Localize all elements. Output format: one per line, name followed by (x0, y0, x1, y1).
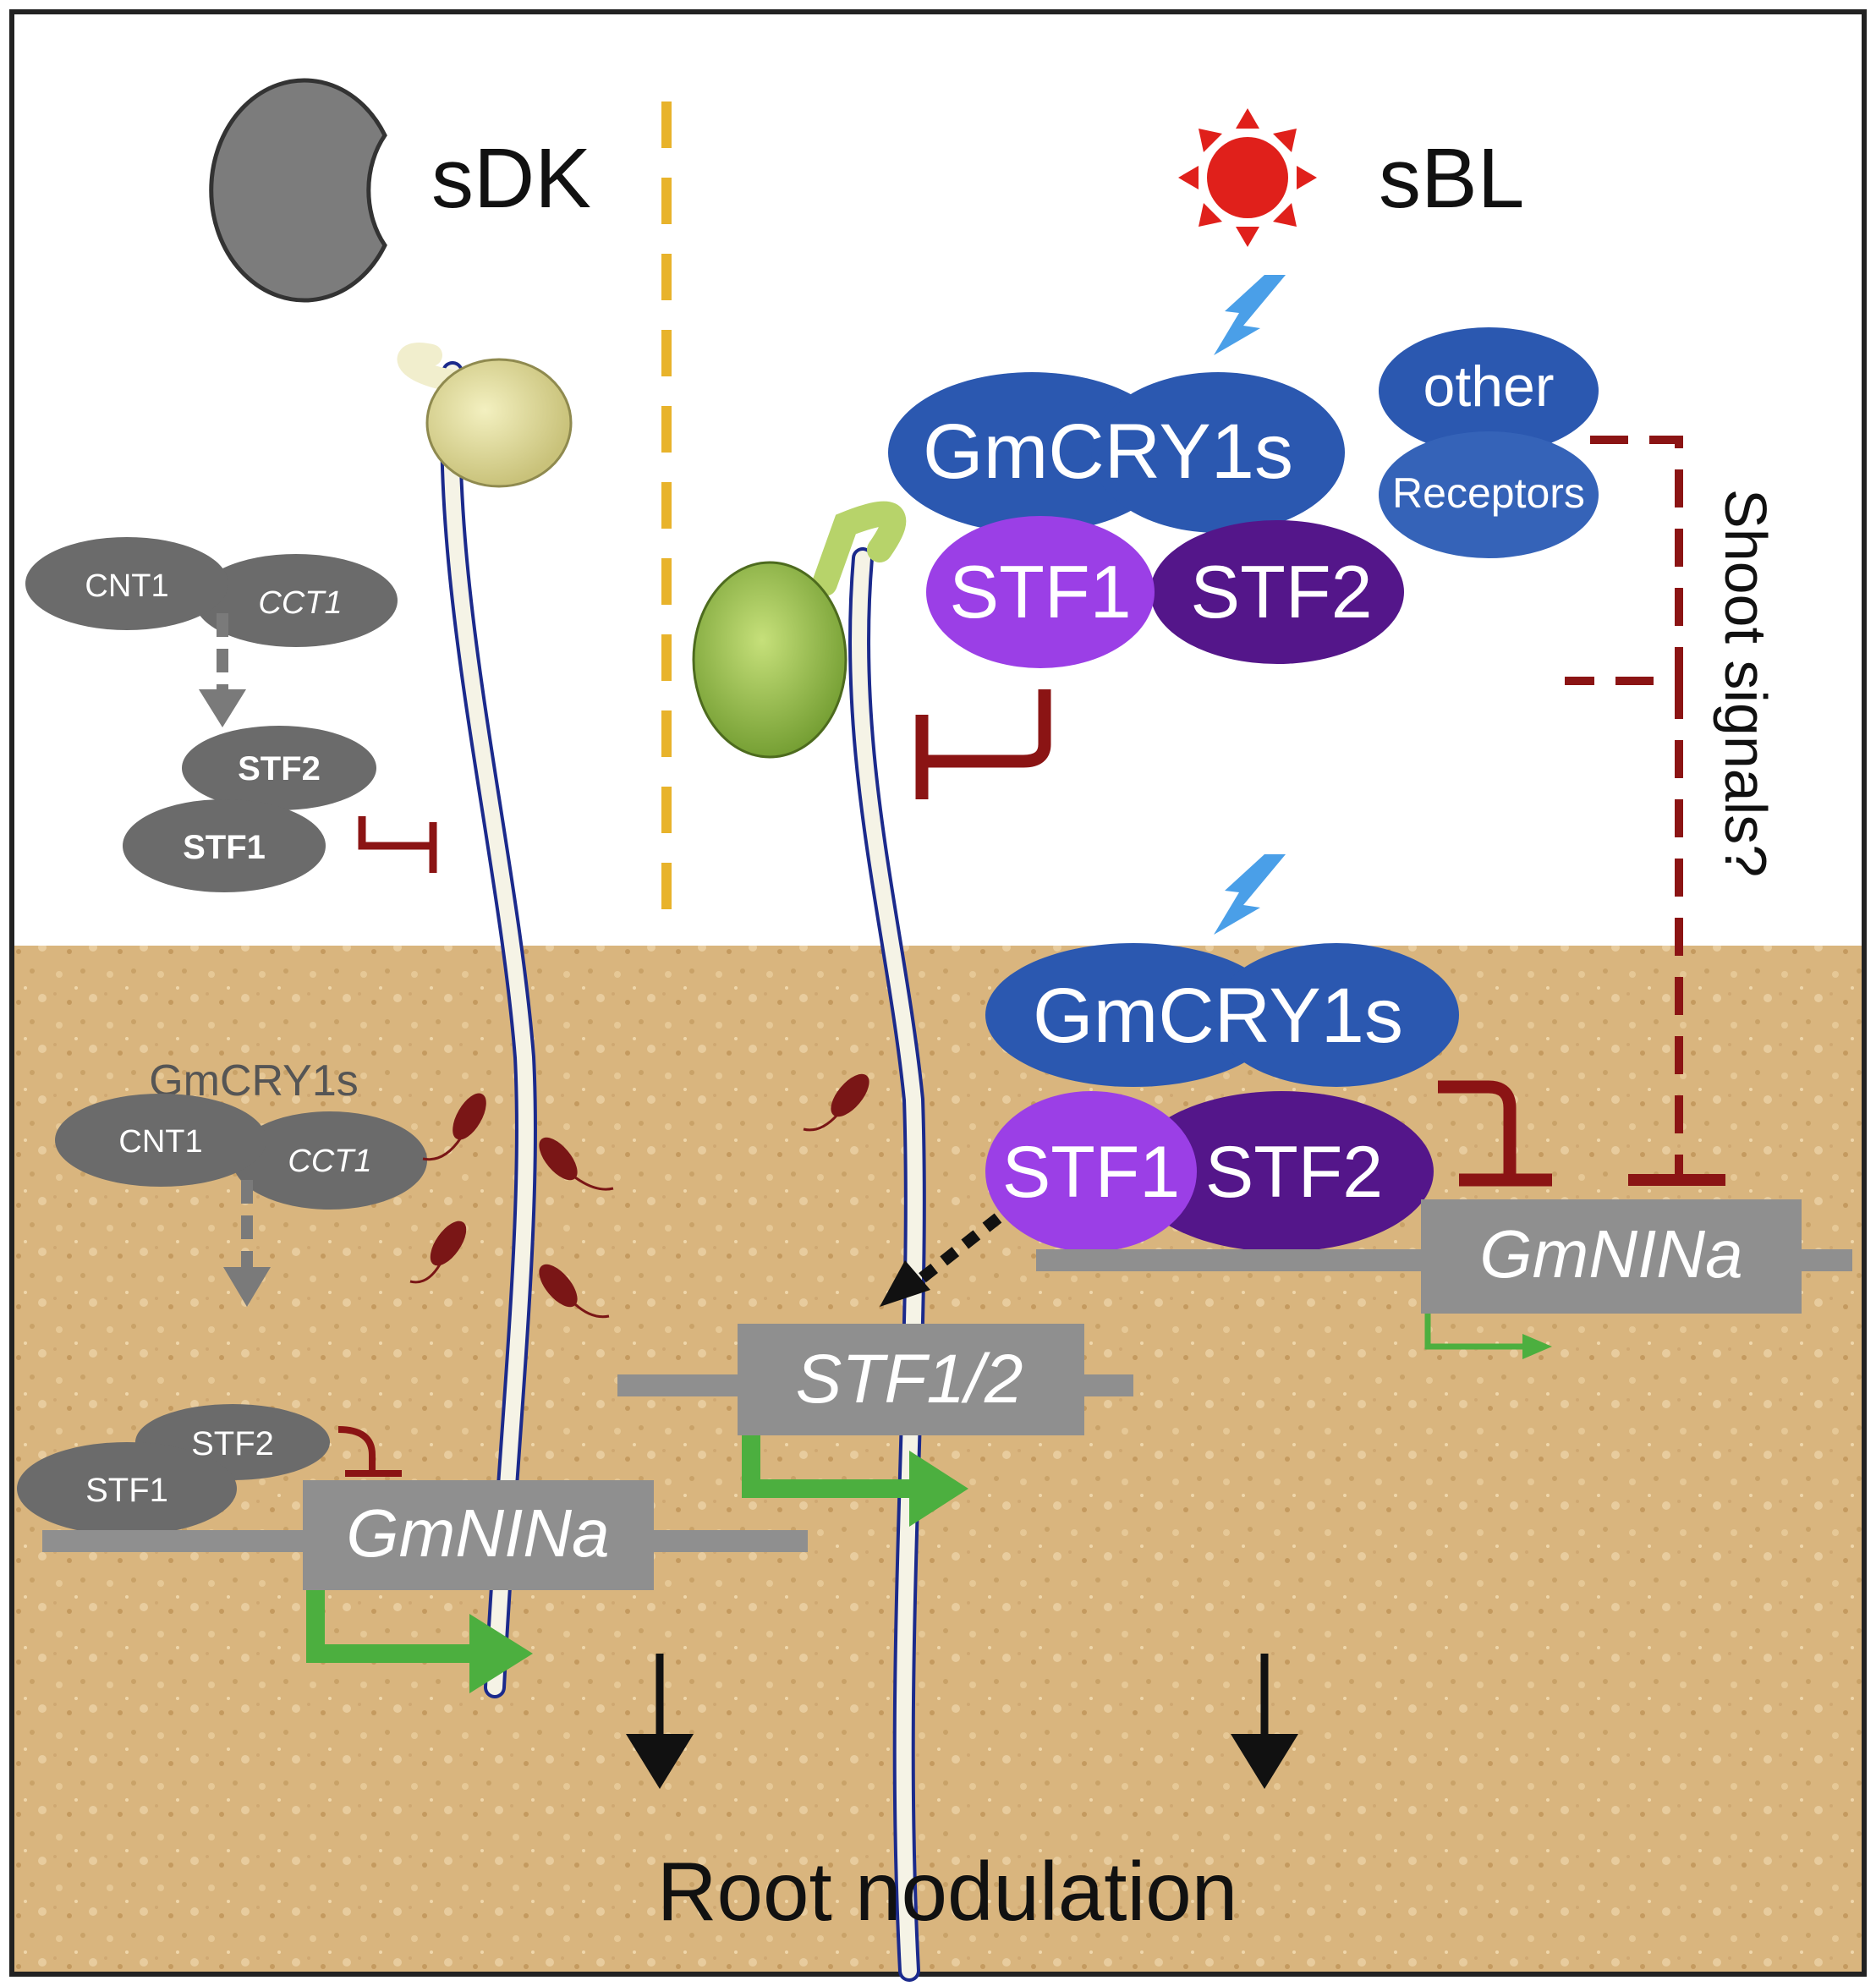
blue-light-bolt-icon (1214, 275, 1286, 355)
cct1-protein (195, 554, 398, 647)
gmnina-gene-box (1421, 1199, 1802, 1314)
cct1-protein (233, 1111, 427, 1210)
stf12-gene-box (738, 1324, 1084, 1435)
black-dotted-arrow (913, 1213, 1002, 1287)
activation-arrow (306, 1590, 478, 1663)
cnt1-protein (55, 1094, 266, 1187)
outcome-label: Root nodulation (657, 1845, 1238, 1938)
stf2-label: STF2 (238, 750, 321, 787)
receptors-label: Receptors (1392, 469, 1585, 517)
repression-symbol (915, 689, 1051, 799)
other-label: other (1423, 354, 1555, 419)
gmcry1s-protein (888, 372, 1176, 533)
de-etiolated-seedling (692, 501, 926, 1982)
stf1-label: STF1 (183, 829, 266, 866)
light-condition-label: sBL (1379, 131, 1524, 226)
stf2-label: STF2 (1190, 550, 1372, 634)
down-arrow-icon (1231, 1654, 1298, 1789)
other-receptor (1379, 327, 1599, 454)
gmcry1s-protein (1091, 372, 1345, 533)
shoot-signals-label: Shoot signals? (1713, 489, 1779, 877)
gmcry1s-protein (1214, 943, 1459, 1087)
rhizobia-icon (409, 1073, 869, 1319)
cnt1-protein (25, 537, 228, 630)
gmcry1s-protein (985, 943, 1281, 1087)
stf1-protein (985, 1091, 1197, 1252)
stf2-protein (182, 726, 376, 810)
gmnina-gene-label: GmNINa (1479, 1216, 1742, 1292)
gmnina-gene-box (303, 1480, 654, 1590)
moon-icon (209, 78, 387, 303)
arrowhead-icon (880, 1260, 930, 1307)
gmcry1s-label: GmCRY1s (923, 409, 1293, 495)
arrowhead-icon (469, 1614, 533, 1693)
cct1-label: CCT1 (258, 585, 342, 621)
arrowhead-icon (909, 1451, 968, 1527)
gmnina-gene-label: GmNINa (346, 1495, 609, 1571)
stf1-protein (17, 1442, 237, 1535)
etiolated-seedling (397, 343, 573, 1698)
stf2-label: STF2 (1205, 1132, 1383, 1213)
stf1-label: STF1 (85, 1472, 168, 1509)
arrowhead-icon (1522, 1334, 1552, 1359)
stf12-gene-label: STF1/2 (796, 1341, 1023, 1418)
sun-icon (1178, 108, 1317, 247)
activation-arrow (1424, 1314, 1527, 1350)
stf2-protein (1129, 1091, 1434, 1252)
cnt1-label: CNT1 (118, 1124, 202, 1160)
cnt1-label: CNT1 (85, 568, 168, 604)
shoot-signal-bracket (1565, 436, 1683, 685)
repression-symbol (337, 1426, 402, 1477)
stf1-protein (123, 799, 326, 892)
receptors (1379, 431, 1599, 558)
repression-symbol (1438, 1080, 1552, 1187)
arrowhead-icon (223, 1267, 271, 1307)
stf1-label: STF1 (1002, 1132, 1180, 1213)
cct1-label: CCT1 (288, 1144, 371, 1179)
arrowhead-icon (199, 689, 246, 727)
repression-symbol (358, 816, 437, 873)
dark-condition-label: sDK (431, 131, 591, 226)
activation-arrow (742, 1435, 918, 1498)
stf2-protein (1150, 520, 1404, 664)
gmcry1s-label: GmCRY1s (1033, 973, 1403, 1059)
stf1-label: STF1 (949, 550, 1131, 634)
stf2-label: STF2 (191, 1425, 274, 1462)
stf1-protein (926, 516, 1155, 668)
blue-light-bolt-icon (1214, 854, 1286, 935)
down-arrow-icon (626, 1654, 694, 1789)
